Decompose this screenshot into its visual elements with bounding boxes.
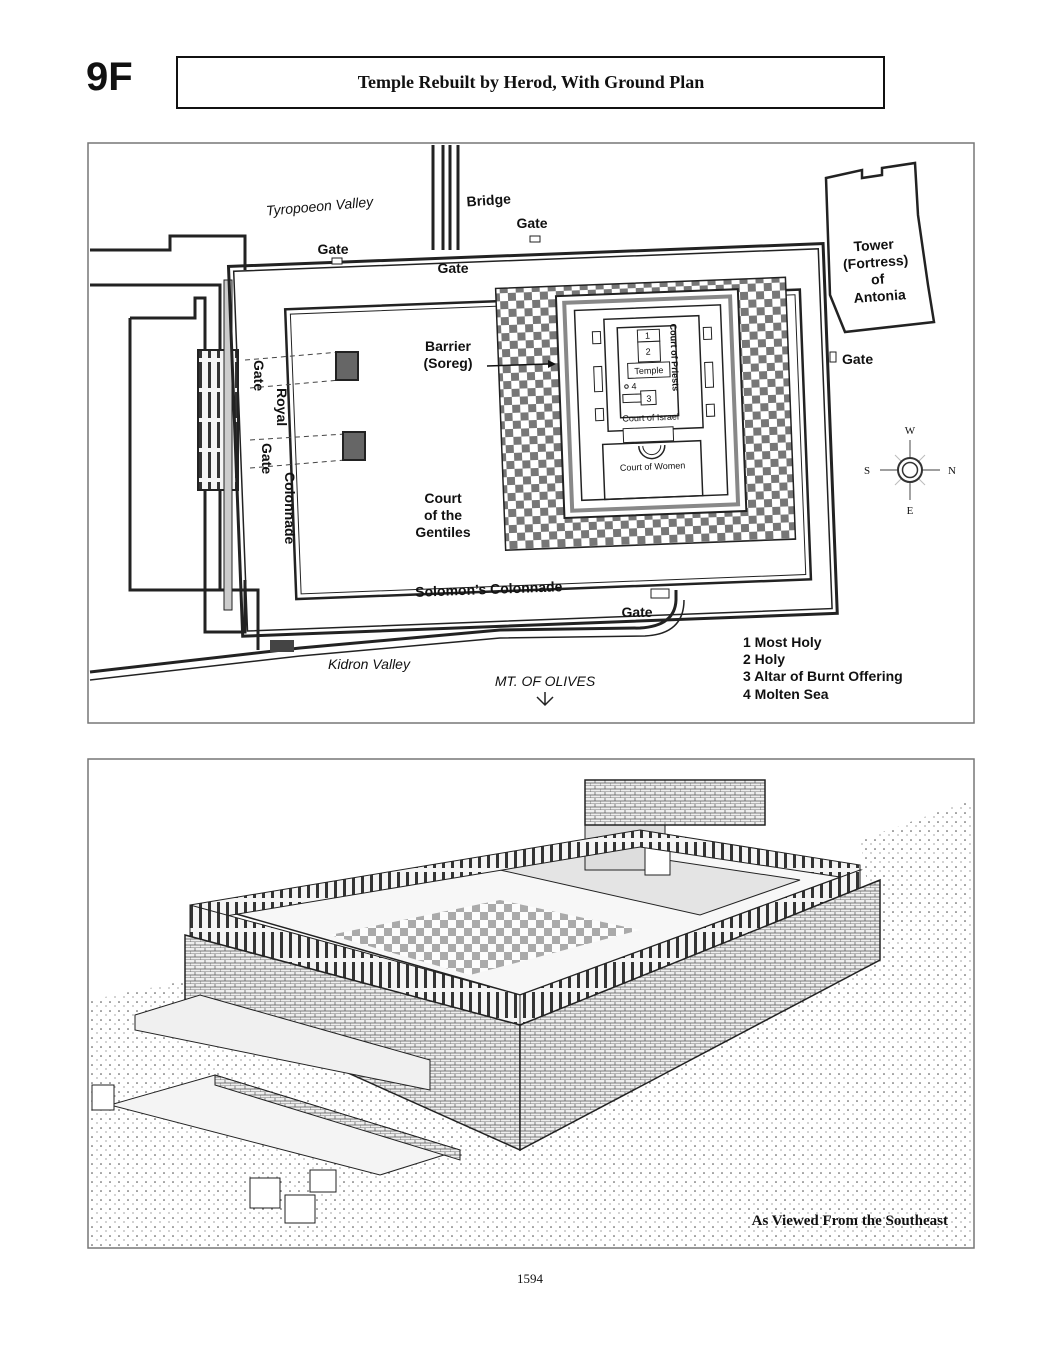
label-bridge: Bridge	[466, 190, 512, 209]
label-court-women: Court of Women	[620, 460, 686, 473]
label-kidron-valley: Kidron Valley	[328, 656, 411, 672]
label-holy-number: 2	[645, 347, 650, 357]
compass-south: S	[864, 465, 870, 477]
label-court-priests: Court of Priests	[668, 323, 681, 391]
label-gate: Gate	[317, 241, 348, 257]
compass-rose: W E S N	[864, 425, 956, 517]
label-most-holy-number: 1	[645, 331, 650, 341]
label-tower-line: (Fortress)	[842, 252, 908, 273]
compass-north: N	[948, 465, 956, 477]
legend-item: 3 Altar of Burnt Offering	[743, 668, 903, 684]
label-altar-number: 3	[646, 394, 651, 404]
label-solomons-colonnade: Solomon’s Colonnade	[415, 578, 563, 600]
illustration-caption: As Viewed From the Southeast	[752, 1213, 948, 1229]
ground-plan: 1 2 Temple 4 3 Court of Israel Court of …	[89, 145, 956, 707]
compass-west: W	[905, 425, 916, 437]
title-box	[176, 56, 885, 109]
page-number: 1594	[517, 1271, 544, 1286]
label-court-israel: Court of Israel	[622, 412, 679, 424]
compass-east: E	[907, 505, 914, 517]
label-molten-sea-number: 4	[631, 381, 636, 391]
label-colonnade: Colonnade	[282, 472, 298, 545]
legend: 1 Most Holy 2 Holy 3 Altar of Burnt Offe…	[743, 634, 903, 702]
fortress-antonia	[824, 161, 936, 334]
label-mt-of-olives: MT. OF OLIVES	[495, 673, 596, 689]
label-royal: Royal	[274, 388, 290, 426]
label-court-gentiles: of the	[424, 507, 462, 523]
label-gate: Gate	[842, 351, 873, 367]
label-tower-line: of	[870, 271, 885, 288]
label-gate: Gate	[516, 215, 547, 231]
label-tower-line: Antonia	[853, 286, 906, 306]
legend-item: 4 Molten Sea	[743, 686, 829, 702]
legend-item: 2 Holy	[743, 651, 785, 667]
label-tower-antonia: Tower (Fortress) of Antonia	[842, 236, 908, 306]
bridge	[431, 145, 460, 250]
label-court-gentiles: Court	[424, 490, 462, 506]
label-temple: Temple	[634, 365, 663, 376]
label-tower-line: Tower	[853, 236, 895, 255]
plate-number: 9F	[86, 55, 133, 99]
label-court-gentiles: Gentiles	[415, 524, 470, 540]
label-gate: Gate	[437, 260, 468, 276]
down-arrow-icon	[536, 692, 554, 707]
label-gate: Gate	[621, 604, 652, 620]
label-barrier: Barrier	[425, 338, 471, 354]
aerial-illustration	[90, 779, 972, 1246]
legend-item: 1 Most Holy	[743, 634, 822, 650]
label-soreg: (Soreg)	[424, 355, 473, 371]
label-gate: Gate	[251, 360, 267, 391]
page-title: Temple Rebuilt by Herod, With Ground Pla…	[358, 72, 705, 92]
label-gate: Gate	[259, 443, 275, 474]
